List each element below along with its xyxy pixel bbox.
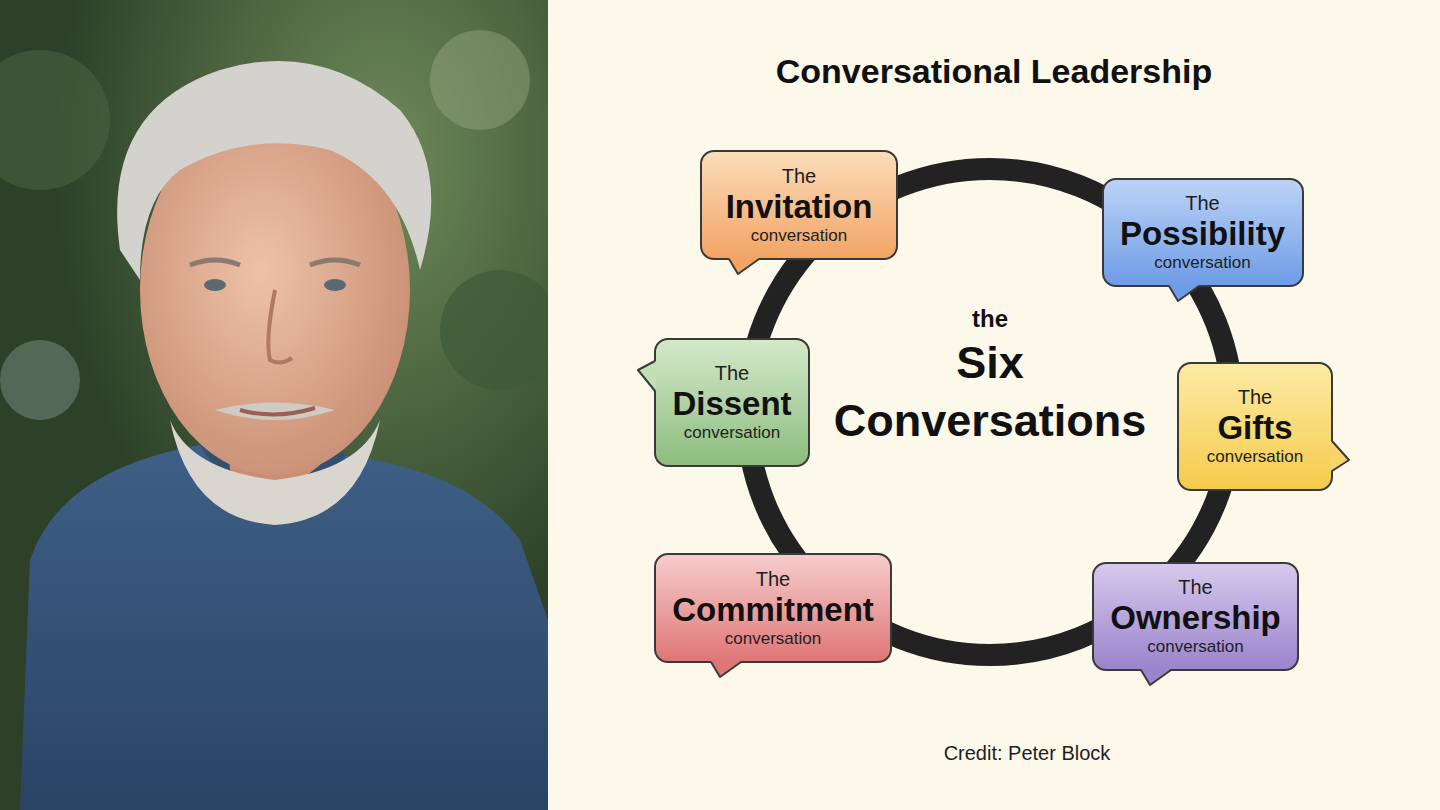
node-heading: Dissent [672, 385, 791, 422]
node-heading: Invitation [726, 188, 873, 225]
node-prefix: The [1238, 386, 1272, 409]
bubble-tail [1331, 440, 1350, 472]
bubble-tail [710, 661, 742, 678]
node-heading: Gifts [1217, 409, 1292, 446]
node-subtitle: conversation [751, 225, 847, 246]
node-heading: Commitment [672, 591, 874, 628]
speech-bubble: TheDissentconversation [654, 338, 810, 467]
caption: Credit: Peter Block [548, 742, 1440, 765]
node-prefix: The [782, 165, 816, 188]
center-label-group: theSix Conversations [810, 304, 1170, 450]
node-subtitle: conversation [1147, 636, 1243, 657]
speech-bubble: TheInvitationconversation [700, 150, 898, 260]
portrait-photo [0, 0, 548, 810]
center-big-label: Six Conversations [810, 334, 1170, 450]
node-heading: Ownership [1110, 599, 1281, 636]
speech-bubble: TheGiftsconversation [1177, 362, 1333, 491]
speech-bubble: ThePossibilityconversation [1102, 178, 1304, 287]
bubble-tail [1168, 285, 1200, 302]
speech-bubble: TheOwnershipconversation [1092, 562, 1299, 671]
node-prefix: The [715, 362, 749, 385]
node-heading: Possibility [1120, 215, 1285, 252]
node-subtitle: conversation [684, 422, 780, 443]
node-subtitle: conversation [1154, 252, 1250, 273]
title: Conversational Leadership [548, 52, 1440, 91]
bubble-tail [728, 258, 760, 275]
bubble-tail [1140, 669, 1172, 686]
node-prefix: The [1178, 576, 1212, 599]
bubble-tail [637, 360, 656, 392]
center-small-label: the [810, 304, 1170, 334]
speech-bubble: TheCommitmentconversation [654, 553, 892, 663]
node-prefix: The [756, 568, 790, 591]
node-subtitle: conversation [1207, 446, 1303, 467]
node-subtitle: conversation [725, 628, 821, 649]
node-prefix: The [1185, 192, 1219, 215]
